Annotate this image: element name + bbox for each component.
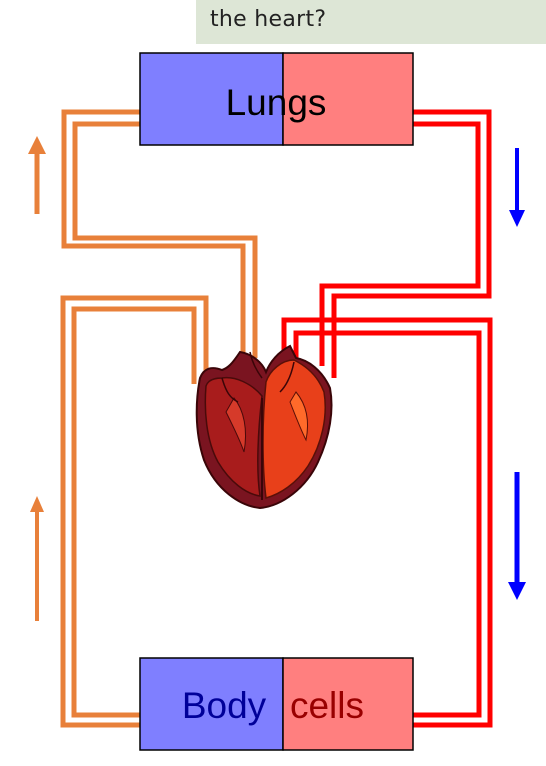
body-cells-box: Body cells <box>139 657 414 751</box>
vessel-lungs-left-inner <box>72 121 258 358</box>
lungs-box-right <box>282 52 414 146</box>
body-label: Body <box>182 685 267 726</box>
down-arrow-body-side <box>508 472 526 600</box>
down-arrow-lungs-side <box>509 148 525 227</box>
heart-icon <box>195 344 333 510</box>
vessel-body-left-inner <box>71 306 197 718</box>
up-arrow-lungs-side <box>28 136 46 214</box>
deoxygenated-vessels <box>60 109 258 728</box>
vessel-lungs-right-outer <box>331 109 492 378</box>
cells-label: cells <box>290 685 364 726</box>
vessel-body-left-outer <box>60 295 209 728</box>
up-arrow-body-side <box>30 496 44 621</box>
vessel-body-right-outer <box>281 317 493 728</box>
vessel-body-right-inner <box>293 330 482 718</box>
vessel-lungs-right-inner <box>319 121 481 366</box>
oxygenated-vessels <box>281 109 493 728</box>
lungs-box: Lungs <box>139 52 414 146</box>
body-cells-box-left <box>139 657 284 751</box>
lungs-label: Lungs <box>226 82 327 123</box>
body-cells-box-right <box>282 657 414 751</box>
question-text: the heart? <box>196 0 546 44</box>
vessel-lungs-left-outer <box>61 109 246 362</box>
